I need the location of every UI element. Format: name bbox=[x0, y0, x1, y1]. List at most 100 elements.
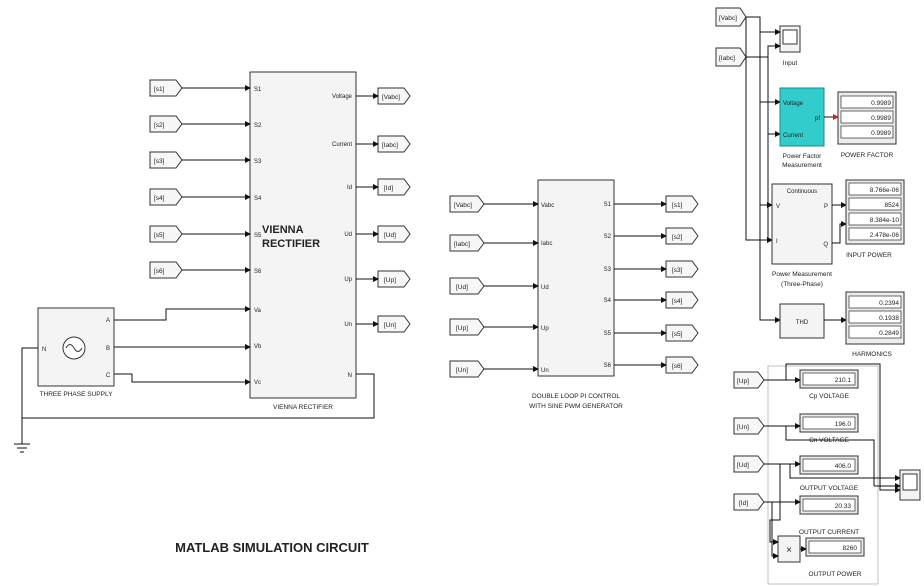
goto-tag-s2[interactable]: [s2] bbox=[665, 227, 699, 245]
rect-port-va: Va bbox=[254, 308, 262, 314]
pm-header: Continuous bbox=[787, 189, 817, 195]
tag-text: [s3] bbox=[672, 267, 683, 274]
goto-tag-ud[interactable]: [Ud] bbox=[377, 225, 411, 243]
tag-text: [s5] bbox=[154, 232, 165, 239]
three-phase-supply[interactable]: N A B C THREE PHASE SUPPLY bbox=[37, 307, 115, 398]
pm-port-p: P bbox=[824, 204, 828, 210]
input-tags: [Vabc] [Iabc] bbox=[715, 7, 747, 67]
power-measurement-block[interactable]: Continuous V I P Q Power Measurement (Th… bbox=[771, 183, 833, 288]
output-voltage-display: 406.0 OUTPUT VOLTAGE bbox=[799, 455, 859, 492]
tag-text: [s4] bbox=[154, 195, 165, 202]
supply-port-c: C bbox=[106, 373, 111, 379]
pm-port-i: I bbox=[776, 239, 778, 245]
from-tag-s3[interactable]: [s3] bbox=[149, 151, 183, 169]
rect-port-s6: S6 bbox=[254, 269, 262, 275]
pm-port-q: Q bbox=[823, 242, 828, 248]
supply-port-n: N bbox=[42, 347, 46, 353]
pf-value-1: 0.9989 bbox=[871, 100, 891, 107]
thd-value-3: 0.2849 bbox=[879, 330, 899, 337]
from-tag-s4[interactable]: [s4] bbox=[149, 188, 183, 206]
from-tag-s5[interactable]: [s5] bbox=[149, 225, 183, 243]
tag-text: [s6] bbox=[154, 268, 165, 275]
output-power-value: 8260 bbox=[843, 545, 858, 552]
tag-text: [Iabc] bbox=[719, 55, 735, 62]
pi-controller[interactable]: DOUBLE LOOP PI CONTROL WITH SINE PWM GEN… bbox=[529, 179, 623, 410]
tag-text: [Id] bbox=[739, 500, 748, 507]
sine-wave-icon bbox=[65, 344, 83, 352]
thd-block[interactable]: THD bbox=[779, 303, 825, 339]
output-group-border bbox=[767, 365, 879, 585]
rect-port-s1: S1 bbox=[254, 87, 262, 93]
ctrl-port-vabc: Vabc bbox=[541, 203, 554, 209]
from-tag-s2[interactable]: [s2] bbox=[149, 115, 183, 133]
tag-text: [s3] bbox=[154, 158, 165, 165]
goto-tag-s6[interactable]: [s6] bbox=[665, 356, 699, 374]
vienna-rectifier[interactable]: VIENNA RECTIFIER VIENNA RECTIFIER S1 S2 … bbox=[249, 71, 357, 411]
tag-text: [s2] bbox=[154, 122, 165, 129]
ip-value-3: 8.384e-10 bbox=[870, 217, 900, 224]
pf-caption-2: Measurement bbox=[782, 162, 822, 169]
ip-value-2: 8524 bbox=[885, 202, 900, 209]
pf-port-pf: pf bbox=[815, 116, 820, 122]
from-tag-vabc[interactable]: [Vabc] bbox=[449, 195, 485, 213]
controller-caption-2: WITH SINE PWM GENERATOR bbox=[529, 403, 623, 410]
pf-caption-1: Power Factor bbox=[783, 153, 822, 160]
from-tag-ud-out[interactable]: [Ud] bbox=[733, 455, 765, 473]
tag-text: [Un] bbox=[737, 424, 749, 431]
goto-tag-un[interactable]: [Un] bbox=[377, 315, 411, 333]
rect-input-tags: [s1] [s2] [s3] [s4] [s5] [s6] bbox=[149, 79, 183, 279]
tag-text: [s6] bbox=[672, 363, 683, 370]
from-tag-up[interactable]: [Up] bbox=[449, 318, 485, 336]
goto-tag-vabc[interactable]: [Vabc] bbox=[377, 87, 411, 105]
goto-tag-s5[interactable]: [s5] bbox=[665, 324, 699, 342]
product-block[interactable]: × bbox=[777, 535, 801, 563]
goto-tag-s1[interactable]: [s1] bbox=[665, 195, 699, 213]
from-tag-iabc[interactable]: [Iabc] bbox=[449, 234, 485, 252]
goto-tag-s4[interactable]: [s4] bbox=[665, 291, 699, 309]
goto-tag-s3[interactable]: [s3] bbox=[665, 260, 699, 278]
output-wires bbox=[764, 363, 901, 559]
meas-wires bbox=[745, 16, 781, 323]
scope-icon bbox=[782, 29, 798, 45]
goto-tag-up[interactable]: [Up] bbox=[377, 270, 411, 288]
scope-icon bbox=[902, 473, 918, 491]
from-tag-id-out[interactable]: [Id] bbox=[733, 493, 765, 511]
ctrl-port-s5: S5 bbox=[604, 331, 612, 337]
tag-text: [s2] bbox=[672, 234, 683, 241]
output-power-caption: OUTPUT POWER bbox=[809, 571, 862, 578]
from-tag-un-out[interactable]: [Un] bbox=[733, 417, 765, 435]
output-voltage-caption: OUTPUT VOLTAGE bbox=[800, 485, 859, 492]
from-tag-up-out[interactable]: [Up] bbox=[733, 371, 765, 389]
from-tag-ud[interactable]: [Ud] bbox=[449, 277, 485, 295]
ip-value-4: 2.478e-06 bbox=[870, 232, 900, 239]
power-factor-block[interactable]: Voltage Current pf Power Factor Measurem… bbox=[779, 87, 825, 169]
goto-tag-id[interactable]: [Id] bbox=[377, 178, 411, 196]
rectifier-caption: VIENNA RECTIFIER bbox=[273, 404, 333, 411]
from-tag-s6[interactable]: [s6] bbox=[149, 261, 183, 279]
from-tag-iabc-meas[interactable]: [Iabc] bbox=[715, 47, 747, 67]
ctrl-port-iabc: Iabc bbox=[541, 241, 552, 247]
from-tag-un[interactable]: [Un] bbox=[449, 360, 485, 378]
tag-text: [Up] bbox=[456, 325, 468, 332]
from-tag-vabc-meas[interactable]: [Vabc] bbox=[715, 7, 747, 27]
ip-display-caption: INPUT POWER bbox=[846, 252, 892, 259]
tag-text: [Ud] bbox=[384, 232, 396, 239]
ctrl-port-un: Un bbox=[541, 368, 549, 374]
from-tag-s1[interactable]: [s1] bbox=[149, 79, 183, 97]
scope-output[interactable] bbox=[899, 469, 921, 501]
pm-caption-2: (Three-Phase) bbox=[781, 281, 823, 288]
pf-value-3: 0.9989 bbox=[871, 130, 891, 137]
supply-port-b: B bbox=[106, 346, 110, 352]
pm-port-v: V bbox=[776, 204, 780, 210]
input-power-display: 8.766e-06 8524 8.384e-10 2.478e-06 INPUT… bbox=[845, 179, 905, 259]
rect-input-wires bbox=[182, 85, 251, 273]
tag-text: [Vabc] bbox=[719, 15, 737, 22]
tag-text: [Ud] bbox=[456, 284, 468, 291]
tag-text: [Up] bbox=[737, 378, 749, 385]
product-icon: × bbox=[786, 545, 792, 556]
goto-tag-iabc[interactable]: [Iabc] bbox=[377, 135, 411, 153]
scope-input[interactable]: Input bbox=[779, 25, 801, 67]
ctrl-port-s4: S4 bbox=[604, 298, 612, 304]
rect-port-id: Id bbox=[347, 185, 352, 191]
